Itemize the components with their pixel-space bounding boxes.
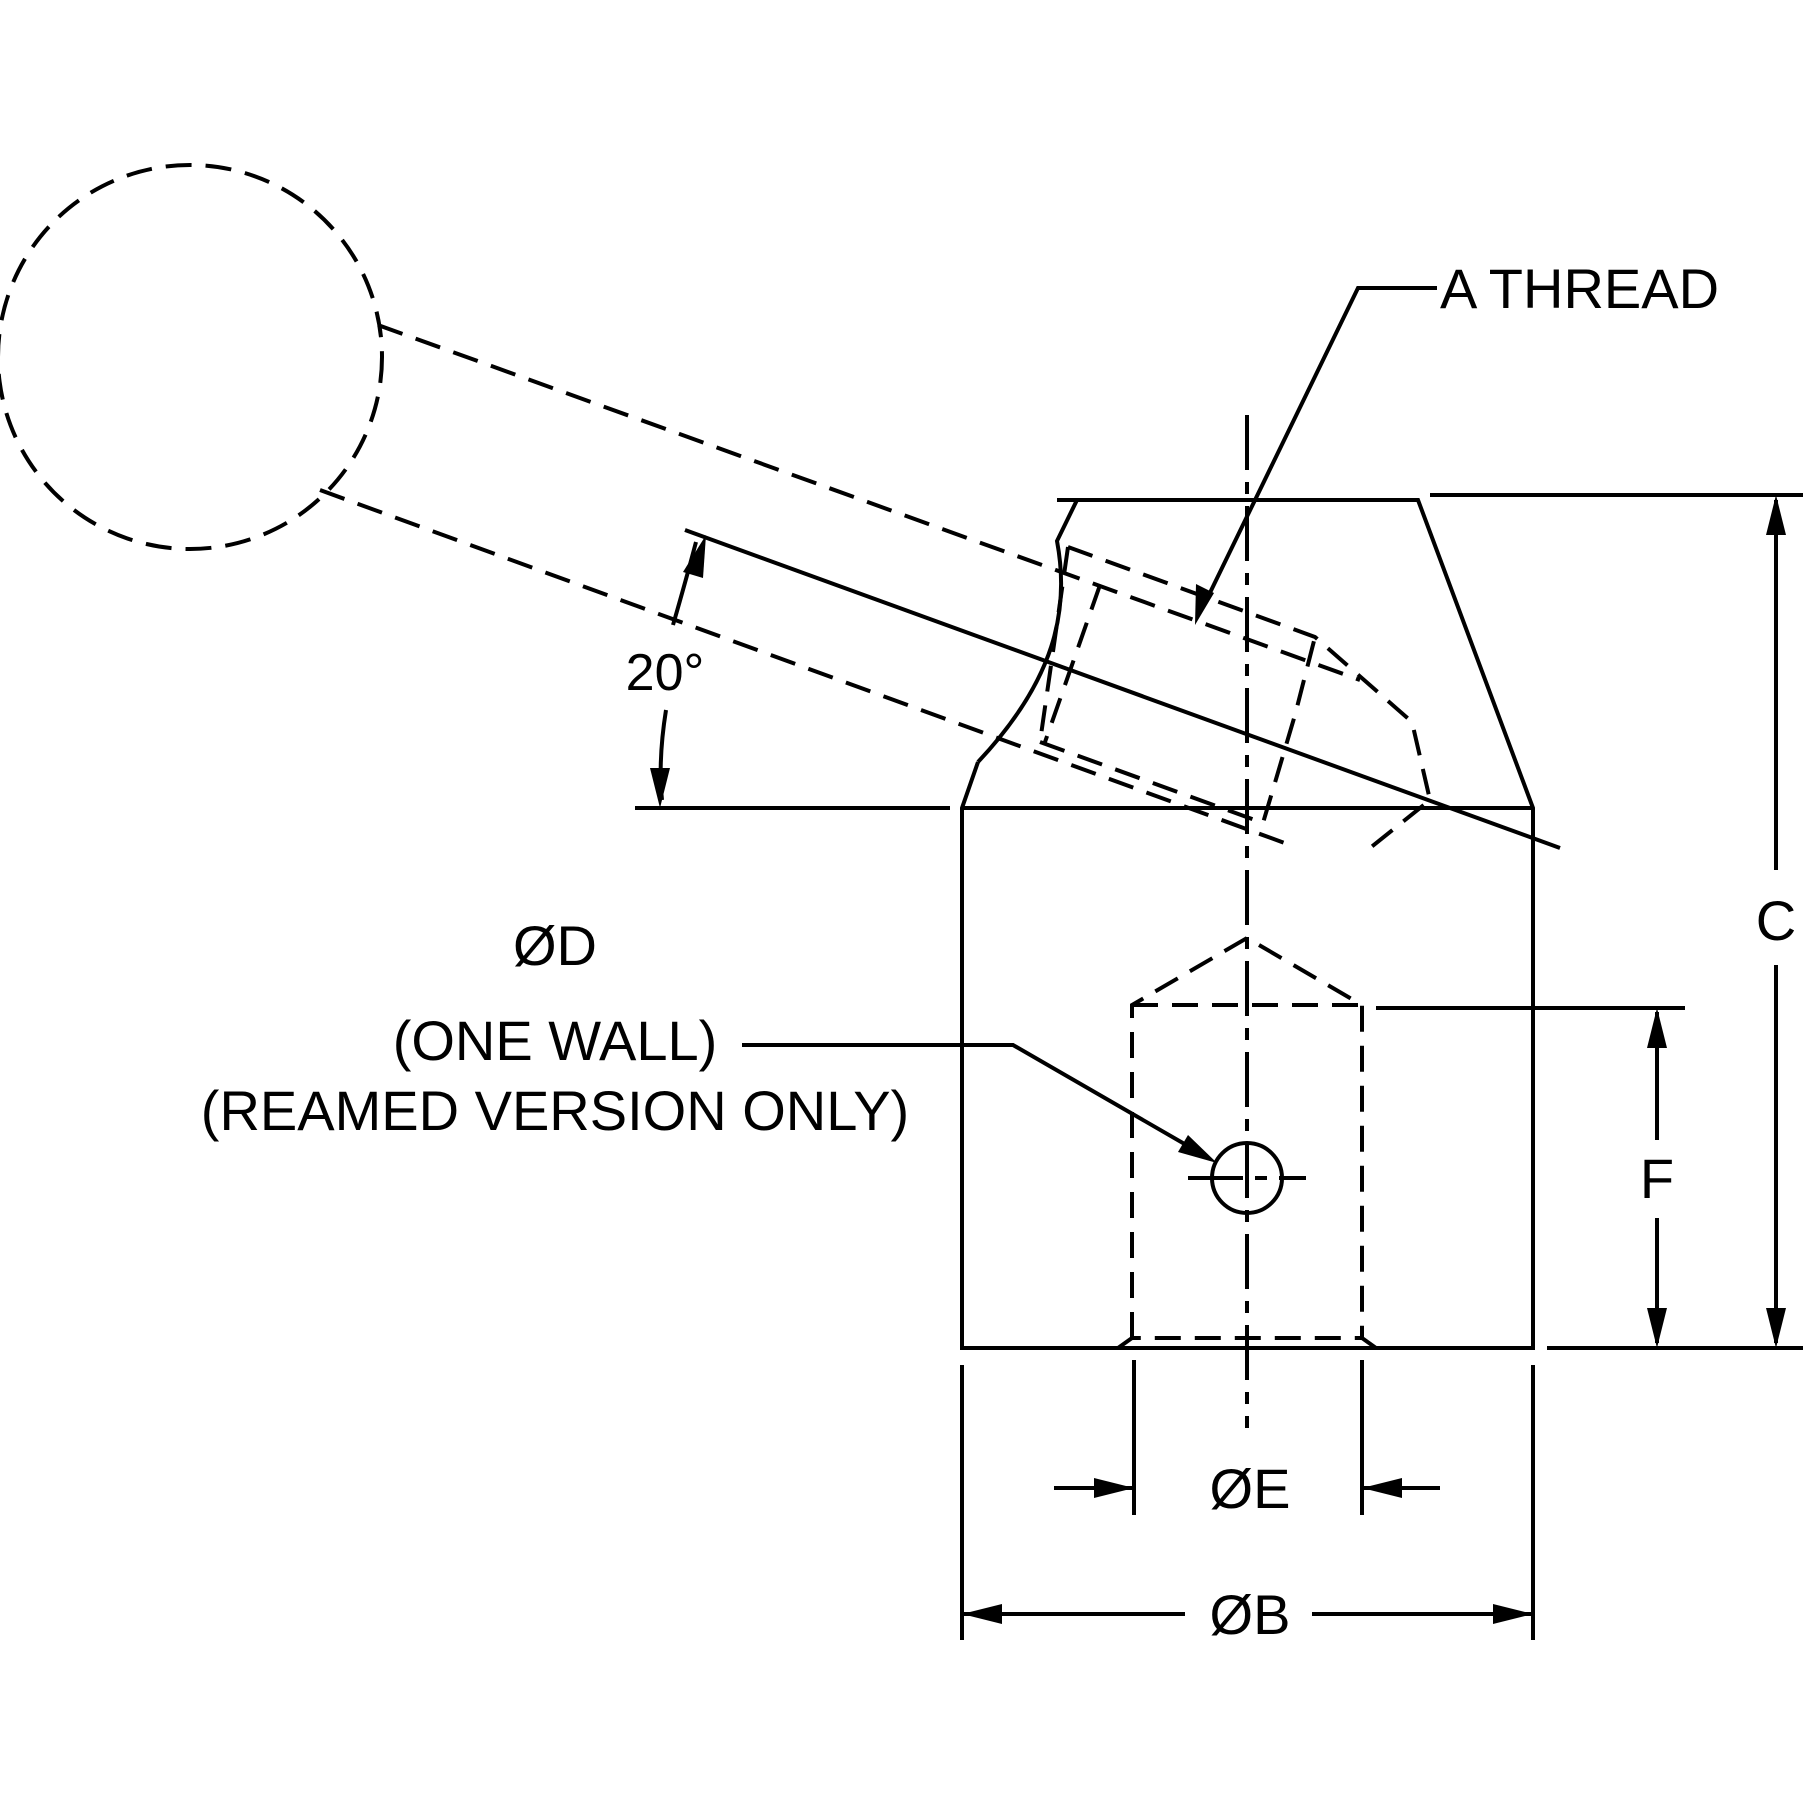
hole-d-label-line3: (REAMED VERSION ONLY) bbox=[201, 1079, 909, 1142]
lever-shaft-phantom bbox=[319, 323, 1361, 847]
thread-hole-hidden bbox=[1038, 545, 1433, 850]
dimension-e bbox=[1054, 1360, 1440, 1515]
dimension-b bbox=[960, 1365, 1535, 1640]
thread-leader bbox=[1195, 286, 1437, 625]
dimension-f-label: F bbox=[1640, 1147, 1674, 1210]
cross-hole-d bbox=[1188, 1141, 1306, 1215]
angle-dimension bbox=[650, 535, 706, 808]
angle-reference-lines bbox=[635, 528, 1561, 850]
dimension-f bbox=[1376, 1006, 1685, 1348]
hole-d-label-line2: (ONE WALL) bbox=[393, 1009, 718, 1072]
angle-label: 20° bbox=[626, 644, 705, 702]
dimension-c-label: C bbox=[1756, 889, 1796, 952]
hole-d-label-line1: ØD bbox=[513, 914, 597, 977]
thread-label: A THREAD bbox=[1440, 257, 1719, 320]
dimension-c bbox=[1430, 493, 1803, 1350]
dimension-b-label: ØB bbox=[1210, 1583, 1291, 1646]
dimension-e-label: ØE bbox=[1210, 1457, 1291, 1520]
lever-ball-phantom bbox=[0, 163, 384, 551]
hole-d-leader bbox=[742, 1043, 1217, 1163]
